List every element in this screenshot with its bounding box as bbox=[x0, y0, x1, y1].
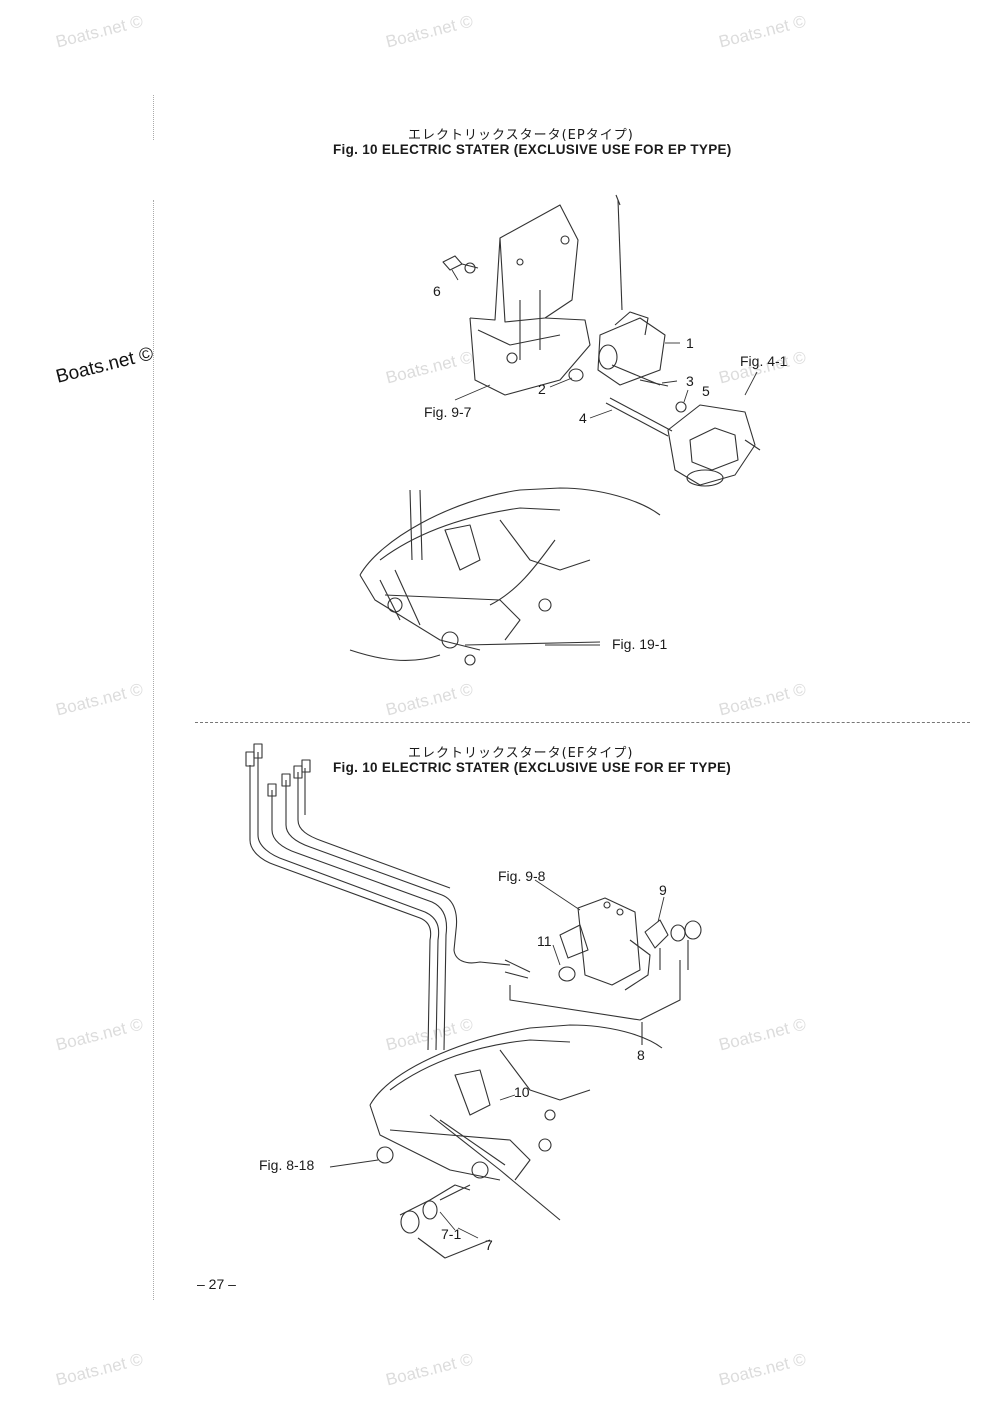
label-part-9: 9 bbox=[659, 882, 667, 898]
fig-top-title-jp: エレクトリックスタータ(EPタイプ) bbox=[408, 128, 634, 143]
group-8-bracket bbox=[509, 960, 681, 1021]
washer-5 bbox=[675, 401, 687, 413]
label-part-2: 2 bbox=[538, 381, 546, 397]
label-part-5: 5 bbox=[702, 383, 710, 399]
label-ref-fig-9-7: Fig. 9-7 bbox=[424, 404, 472, 420]
solenoid-1 bbox=[597, 194, 666, 386]
section-divider bbox=[195, 722, 970, 723]
label-part-3: 3 bbox=[686, 373, 694, 389]
engine-top-view-1 bbox=[349, 487, 661, 666]
carburetor bbox=[667, 404, 761, 487]
key-switch-7 bbox=[399, 1184, 491, 1259]
fig-top-title-en: Fig. 10 ELECTRIC STATER (EXCLUSIVE USE F… bbox=[333, 142, 732, 157]
rod-4 bbox=[605, 397, 673, 437]
label-part-11: 11 bbox=[537, 933, 552, 949]
margin-mark bbox=[153, 95, 155, 140]
label-part-7: 7 bbox=[485, 1237, 493, 1253]
label-part-6: 6 bbox=[433, 283, 441, 299]
label-ref-fig-4-1: Fig. 4-1 bbox=[740, 353, 788, 369]
fig-bottom-title-en: Fig. 10 ELECTRIC STATER (EXCLUSIVE USE F… bbox=[333, 760, 732, 775]
label-ref-fig-8-18: Fig. 8-18 bbox=[259, 1157, 315, 1173]
bolt-6 bbox=[442, 255, 479, 274]
wire-harness bbox=[245, 743, 531, 1051]
margin-mark bbox=[153, 200, 155, 1300]
label-ref-fig-19-1: Fig. 19-1 bbox=[612, 636, 668, 652]
fig-bottom-title-jp: エレクトリックスタータ(EFタイプ) bbox=[408, 746, 634, 761]
label-part-4: 4 bbox=[579, 410, 587, 426]
bracket-9-8 bbox=[559, 897, 651, 991]
engine-top-view-2 bbox=[369, 1024, 663, 1221]
bracket-plate bbox=[469, 204, 591, 396]
collar-2 bbox=[568, 368, 584, 382]
label-part-8: 8 bbox=[637, 1047, 645, 1063]
grommet-11 bbox=[558, 966, 576, 982]
pin-3 bbox=[639, 379, 669, 387]
label-part-7-1: 7-1 bbox=[441, 1226, 462, 1242]
switch-parts-9 bbox=[644, 919, 702, 970]
label-part-10: 10 bbox=[514, 1084, 530, 1100]
page-number: – 27 – bbox=[197, 1276, 236, 1292]
label-ref-fig-9-8: Fig. 9-8 bbox=[498, 868, 546, 884]
label-part-1: 1 bbox=[686, 335, 694, 351]
